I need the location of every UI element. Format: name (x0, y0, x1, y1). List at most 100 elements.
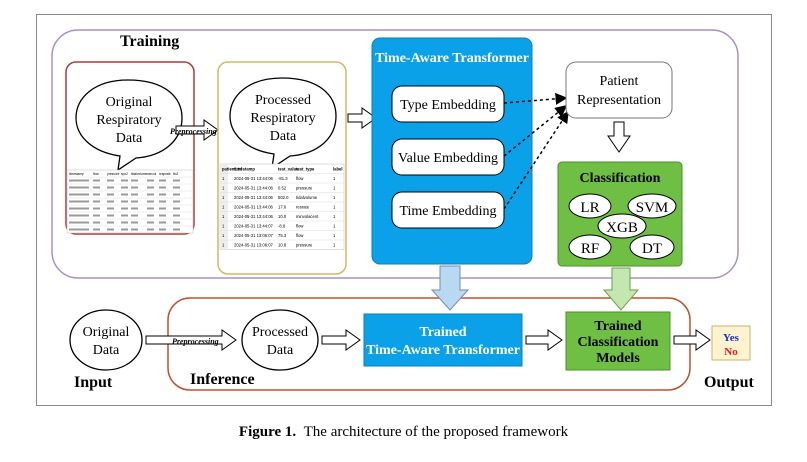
raw-table-header: timestamp (69, 172, 84, 176)
processed-table-cell: 2024-05-31 13:06:07 (234, 233, 274, 238)
trained-transformer-line1: Trained (419, 325, 466, 340)
model-svm (627, 193, 677, 219)
original-data-line2: Respiratory (96, 113, 161, 128)
processed-data-bubble (229, 77, 337, 170)
processed-table-cell: 2024-05-31 13:44:06 (234, 214, 274, 219)
processed-table-cell: 1 (222, 195, 225, 200)
model-dt (629, 234, 675, 260)
inference-processed-line2: Data (267, 343, 294, 358)
model-svm-label: SVM (636, 200, 669, 216)
processed-data-line1: Processed (255, 93, 311, 108)
raw-table-header: flow (93, 172, 99, 176)
processed-table-cell: 1 (222, 243, 225, 248)
processed-table-cell: resrate (296, 205, 310, 210)
processed-table-cell: minvolacent (296, 214, 319, 219)
raw-table-header: resprate (159, 172, 171, 176)
processed-table-cell: 1 (333, 205, 336, 210)
processed-table-cell: 1 (222, 186, 225, 191)
transformer-title: Time-Aware Transformer (375, 51, 529, 66)
processed-table-cell: 1 (333, 214, 336, 219)
output-label: Output (704, 374, 754, 391)
raw-table-header: tidalvolume (131, 172, 147, 176)
output-no: No (724, 346, 738, 358)
processed-table-cell: 1 (222, 233, 225, 238)
processed-table-cell: 1 (333, 224, 336, 229)
model-rf (568, 234, 612, 260)
processed-table-cell: flow (296, 233, 304, 238)
trained-models-line1: Trained (594, 319, 641, 334)
trained-models-line2: Classification (578, 335, 659, 350)
model-lr-label: LR (580, 200, 599, 216)
processed-table-cell: 10.8 (278, 243, 287, 248)
patient-representation-line2: Representation (577, 93, 661, 108)
inference-processed-line1: Processed (252, 325, 308, 340)
trained-transformer-box (363, 313, 523, 367)
inference-original-data (69, 309, 143, 371)
original-data-bubble (75, 79, 183, 172)
processed-table-cell: 75.3 (278, 233, 287, 238)
inference-original-line1: Original (83, 325, 130, 340)
processed-table-cell: 2024-05-31 13:44:07 (234, 224, 274, 229)
model-lr (568, 193, 612, 219)
preprocessing-arrow-training (175, 119, 219, 141)
caption-label: Figure 1. (238, 424, 297, 440)
output-box (711, 325, 751, 361)
patient-representation-box (565, 61, 673, 119)
arrow-to-trained-transformer (321, 329, 361, 351)
time-to-representation-arrow (503, 110, 569, 210)
time-embedding-label: Time Embedding (399, 204, 496, 219)
processed-table-cell: flow (296, 176, 304, 181)
processed-table-header: timestamp (234, 167, 255, 172)
value-embedding-box (391, 138, 505, 176)
arrow-to-classification (607, 121, 631, 153)
classification-title: Classification (580, 171, 661, 186)
inference-processed-data (241, 309, 319, 371)
type-embedding-box (391, 85, 505, 123)
processed-table-header: test_value (278, 167, 299, 172)
processed-table-cell: 17.0 (278, 205, 287, 210)
classification-to-trained-arrow (602, 267, 640, 311)
transformer-to-trained-arrow (430, 265, 470, 311)
trained-transformer-line2: Time-Aware Transformer (366, 343, 520, 358)
processed-table-cell: -81.3 (278, 176, 288, 181)
processed-table-cell: 1 (333, 243, 336, 248)
figure-frame (36, 14, 772, 406)
trained-models-line3: Models (596, 351, 640, 366)
raw-table-header: spo2 (121, 172, 128, 176)
original-data-line1: Original (106, 95, 153, 110)
training-region (51, 29, 739, 279)
preprocessing-label-training: Preprocessing (170, 127, 217, 136)
trained-models-box (565, 311, 671, 371)
processed-table-cell: 1 (333, 186, 336, 191)
processed-table-cell: pressure (296, 243, 313, 248)
processed-table-header: test_type (296, 167, 315, 172)
value-embedding-label: Value Embedding (398, 151, 498, 166)
inference-original-line2: Data (93, 343, 120, 358)
processed-table-cell: 2024-05-31 13:44:06 (234, 195, 274, 200)
model-xgb (597, 213, 647, 239)
arrow-to-output (673, 329, 711, 351)
processed-table-cell: 2024-05-31 13:44:06 (234, 176, 274, 181)
type-to-representation-arrow (503, 92, 568, 105)
processed-table-cell: 2024-05-31 13:44:06 (234, 205, 274, 210)
value-to-representation-arrow (503, 105, 568, 157)
patient-representation-line1: Patient (600, 74, 639, 89)
processed-table-cell: 0.52 (278, 186, 287, 191)
arrow-to-transformer (347, 107, 377, 129)
time-embedding-box (391, 191, 505, 229)
preprocessing-arrow-inference (145, 329, 237, 351)
processed-table-cell: -8.8 (278, 224, 286, 229)
processed-table-header: label (333, 167, 343, 172)
processed-table-cell: 1 (222, 224, 225, 229)
processed-table-cell: flow (296, 224, 304, 229)
processed-table-cell: 1 (333, 233, 336, 238)
output-yes: Yes (723, 332, 740, 344)
inference-label: Inference (190, 371, 255, 388)
processed-data-line2: Respiratory (250, 111, 315, 126)
arrow-to-trained-models (525, 329, 563, 351)
preprocessing-label-inference: Preprocessing (172, 337, 219, 346)
raw-table-header: pressure (107, 172, 120, 176)
